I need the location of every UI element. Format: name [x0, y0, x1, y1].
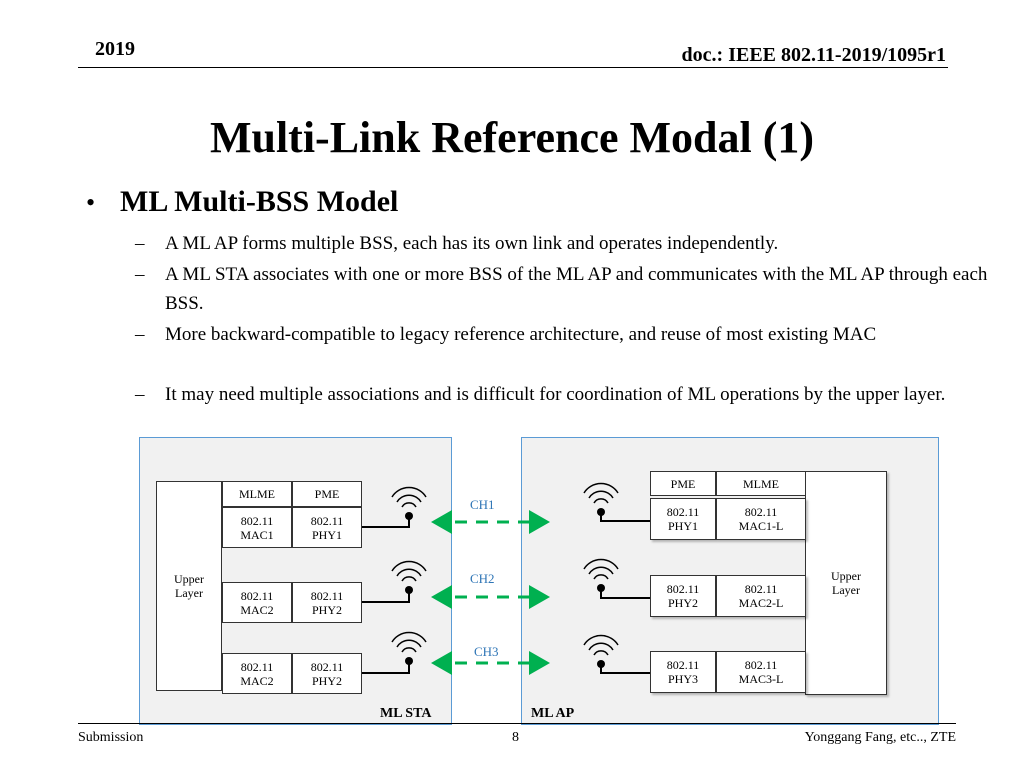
wifi-antenna-icon: [583, 558, 650, 599]
sub-dash: –: [135, 233, 145, 254]
channel-label-ch2: CH2: [470, 571, 495, 586]
sub-text: It may need multiple associations and is…: [165, 384, 946, 405]
ap-mac3: 802.11 MAC3-L: [716, 651, 806, 693]
footer-page-number: 8: [512, 730, 519, 745]
bullet-symbol: •: [86, 188, 96, 217]
ml-sta-label: ML STA: [380, 706, 432, 721]
sta-upper-layer: Upper Layer: [156, 481, 222, 691]
sta-mac2: 802.11 MAC2: [222, 582, 292, 623]
footer-author: Yonggang Fang, etc.., ZTE: [804, 730, 956, 745]
header-year: 2019: [95, 38, 135, 60]
sta-mac1: 802.11 MAC1: [222, 507, 292, 548]
ap-phy1: 802.11 PHY1: [650, 498, 716, 540]
ap-phy3: 802.11 PHY3: [650, 651, 716, 693]
wifi-antenna-icon: [362, 631, 427, 674]
ap-upper-layer: Upper Layer: [805, 471, 887, 695]
footer-submission: Submission: [78, 730, 144, 745]
sub-text: More backward-compatible to legacy refer…: [165, 324, 877, 345]
channel-label-ch3: CH3: [474, 644, 499, 659]
ap-mac1: 802.11 MAC1-L: [716, 498, 806, 540]
sta-mac2-second: 802.11 MAC2: [222, 653, 292, 694]
header-divider: [78, 67, 948, 68]
sub-text: A ML AP forms multiple BSS, each has its…: [165, 233, 779, 254]
channel-label-ch1: CH1: [470, 497, 495, 512]
sta-phy2-second: 802.11 PHY2: [292, 653, 362, 694]
ap-pme: PME: [650, 471, 716, 496]
sub-text: A ML STA associates with one or more BSS…: [165, 264, 988, 314]
sta-mlme: MLME: [222, 481, 292, 507]
sub-dash: –: [135, 264, 145, 285]
sta-phy1: 802.11 PHY1: [292, 507, 362, 548]
ap-mlme: MLME: [716, 471, 806, 496]
footer-divider: [78, 723, 956, 724]
wifi-antenna-icon: [362, 486, 427, 528]
slide-title: Multi-Link Reference Modal (1): [209, 113, 815, 162]
wifi-antenna-icon: [583, 634, 650, 674]
bullet-heading: ML Multi-BSS Model: [120, 185, 399, 218]
ap-mac2: 802.11 MAC2-L: [716, 575, 806, 617]
sub-dash: –: [135, 324, 145, 345]
ml-ap-label: ML AP: [531, 706, 575, 721]
header-doc-id: doc.: IEEE 802.11-2019/1095r1: [681, 44, 946, 66]
sta-pme: PME: [292, 481, 362, 507]
wifi-antenna-icon: [583, 482, 650, 522]
sub-dash: –: [135, 384, 145, 405]
ap-phy2: 802.11 PHY2: [650, 575, 716, 617]
sta-phy2: 802.11 PHY2: [292, 582, 362, 623]
wifi-antenna-icon: [362, 560, 427, 603]
